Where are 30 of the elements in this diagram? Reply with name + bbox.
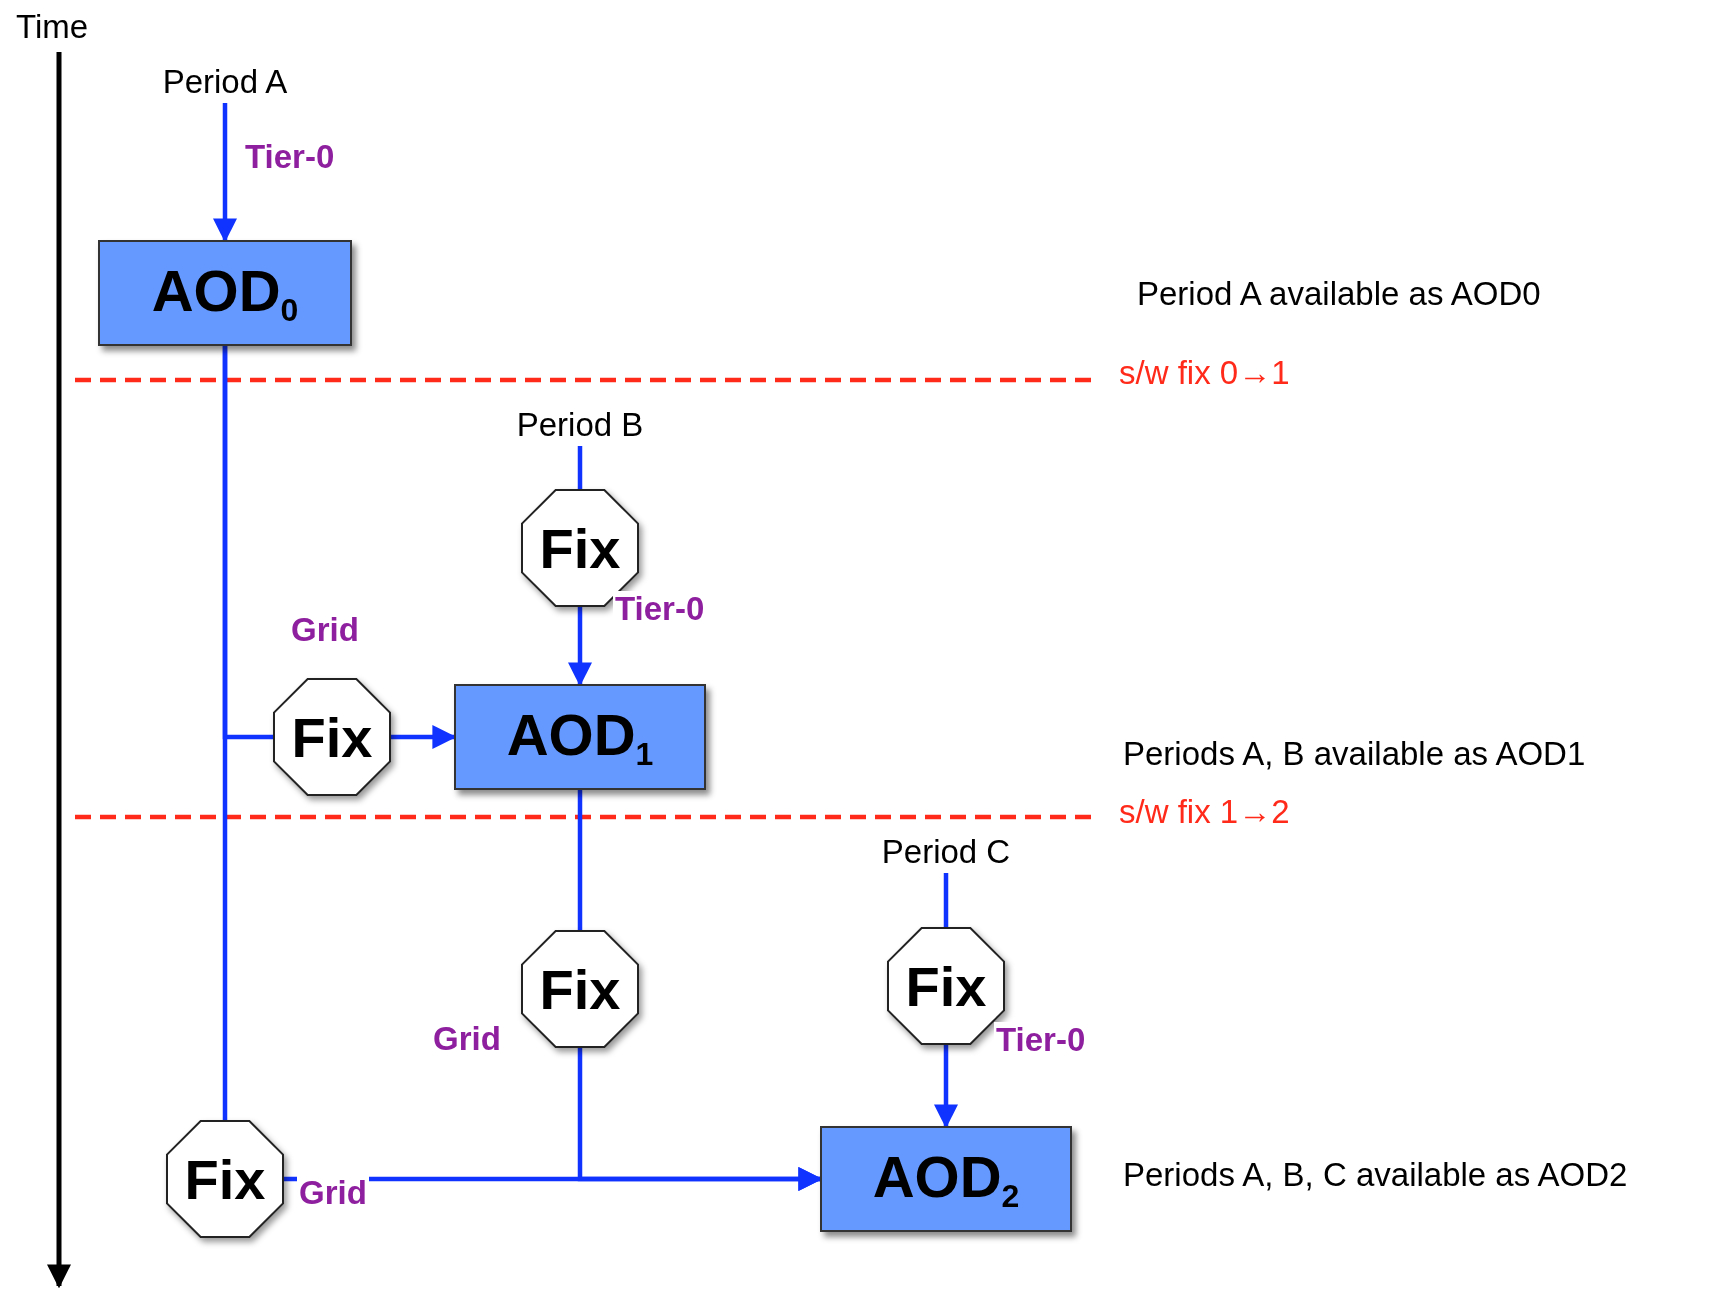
node-label: Fix [291, 704, 373, 770]
node-label: AOD$_{0}$ [151, 257, 299, 329]
node-label: AOD$_{2}$ [872, 1143, 1020, 1215]
fix-octagon [522, 931, 638, 1047]
period-label: Period C [846, 831, 1046, 873]
status-note: Periods A, B available as AOD1 [1123, 736, 1586, 773]
aod-box [454, 684, 706, 790]
status-note: Period A available as AOD0 [1137, 276, 1541, 313]
arrow [213, 103, 237, 243]
node-label: Fix [905, 953, 987, 1019]
fix-note: s/w fix 0→1 [1119, 355, 1290, 392]
status-note: Periods A, B, C available as AOD2 [1123, 1157, 1628, 1194]
connector-line [577, 446, 583, 490]
arrow [934, 1044, 958, 1129]
fix-note: s/w fix 1→2 [1119, 794, 1290, 831]
axis-title: Time [16, 9, 89, 46]
arrow [568, 606, 592, 687]
aod-box [98, 240, 352, 346]
period-label: Period B [480, 404, 680, 446]
node-label: Fix [184, 1146, 266, 1212]
node-label: Fix [539, 515, 621, 581]
connector-line [943, 873, 949, 928]
fix-octagon [167, 1121, 283, 1237]
connector-line [222, 346, 228, 1121]
aod-box [820, 1126, 1072, 1232]
connector-line [577, 790, 583, 931]
node-label: Fix [539, 956, 621, 1022]
node-label: AOD$_{1}$ [506, 701, 654, 773]
fix-octagon [274, 679, 390, 795]
period-label: Period A [125, 61, 325, 103]
